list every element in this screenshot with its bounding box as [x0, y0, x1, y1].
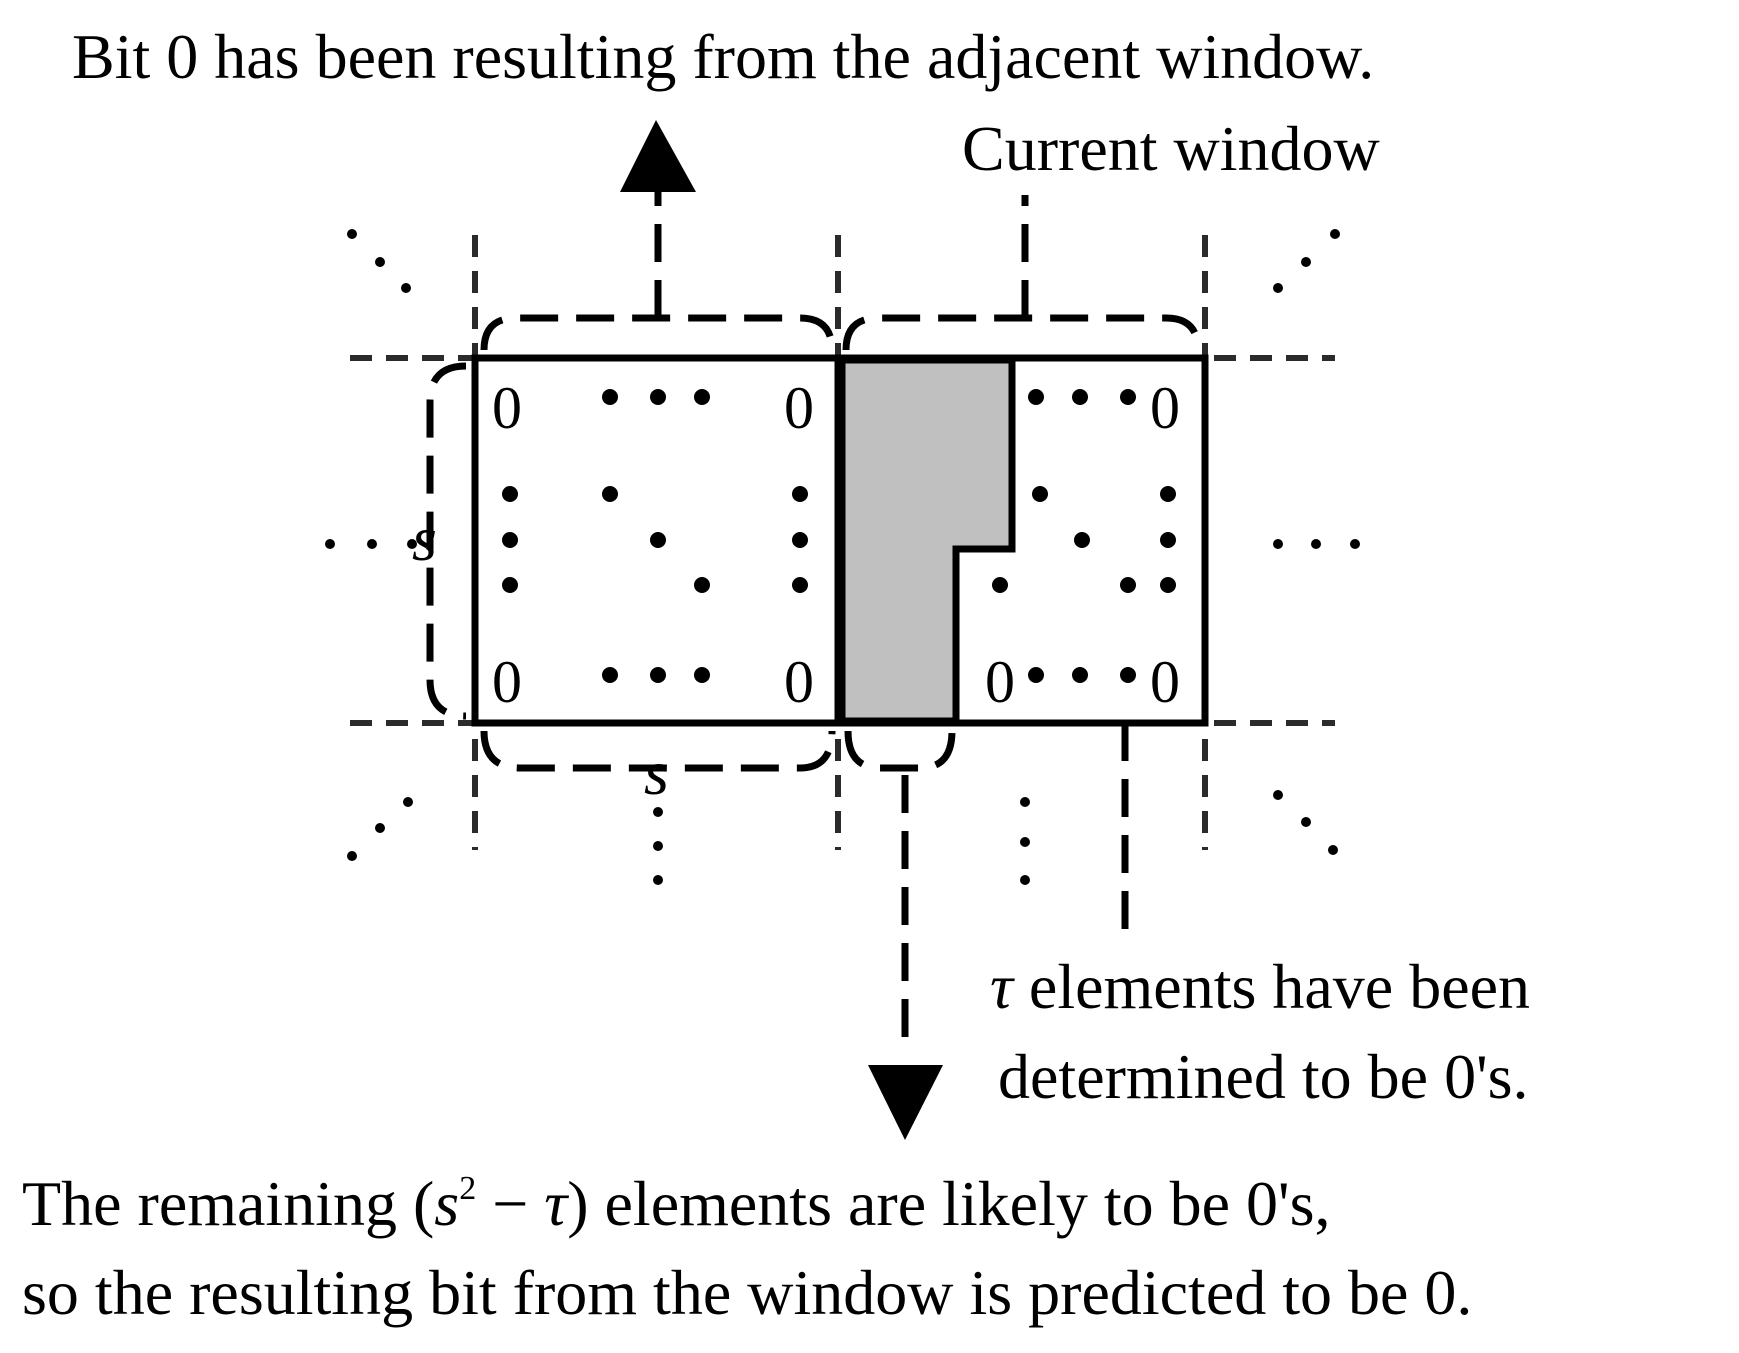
tau-note-line1: τ elements have been	[990, 951, 1530, 1022]
zero-cur-bl: 0	[985, 649, 1015, 715]
current-window-label: Current window	[962, 113, 1380, 184]
caption-bottom-line1: The remaining (s2 − τ) elements are like…	[22, 1168, 1330, 1239]
caption-top: Bit 0 has been resulting from the adjace…	[72, 21, 1374, 92]
connectors	[654, 190, 1129, 1045]
caption-bottom-line2: so the resulting bit from the window is …	[22, 1257, 1472, 1328]
arrow-down	[868, 1065, 943, 1140]
tau-note-line2: determined to be 0's.	[998, 1041, 1529, 1112]
bracket-left	[426, 362, 467, 720]
bracket-top-current	[842, 314, 1202, 351]
tau-symbol: τ	[990, 951, 1015, 1022]
bracket-top-adjacent	[480, 314, 836, 351]
current-window	[834, 354, 1209, 727]
zero-adj-bl: 0	[492, 649, 522, 715]
tau-note-text: elements have been	[1013, 951, 1530, 1022]
zero-adj-tl: 0	[492, 375, 522, 441]
arrow-up	[620, 120, 696, 192]
zero-adj-tr: 0	[784, 375, 814, 441]
cell-zeros: 0 0 0 0 0 0 0	[492, 375, 1180, 715]
zero-adj-br: 0	[784, 649, 814, 715]
bracket-bottom-tau	[844, 730, 956, 772]
zero-cur-br: 0	[1150, 649, 1180, 715]
bracket-bottom-adjacent	[480, 730, 836, 772]
s-label-left: s	[412, 503, 437, 574]
zero-cur-tr: 0	[1150, 375, 1180, 441]
s-label-bottom: s	[644, 737, 669, 808]
ellipsis-dots	[325, 229, 1360, 885]
